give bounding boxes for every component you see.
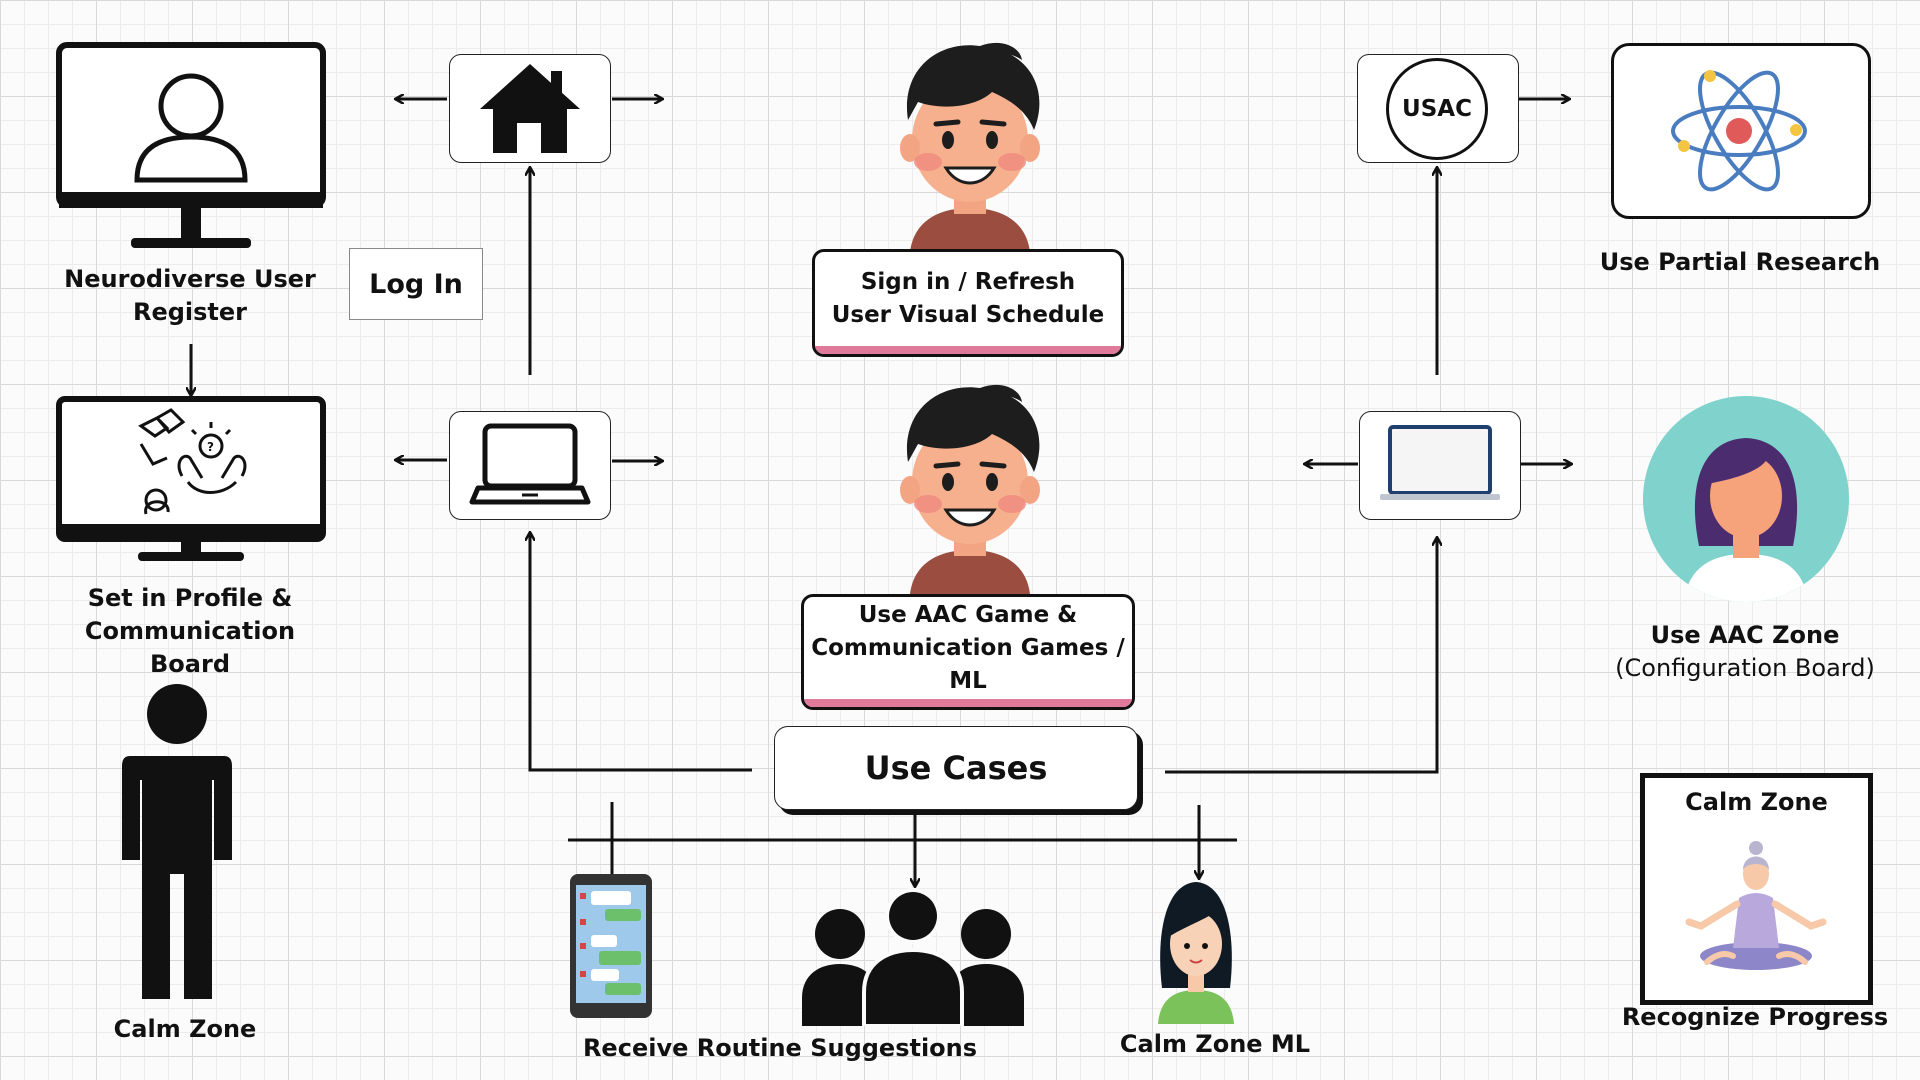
- routine-label: Receive Routine Suggestions: [582, 1034, 978, 1062]
- calm-zone-ml-label: Calm Zone ML: [1119, 1030, 1311, 1058]
- usac-label: USAC: [1402, 96, 1472, 122]
- register-label-line2: Register: [132, 298, 248, 326]
- use-cases-card[interactable]: Use Cases: [774, 726, 1138, 810]
- usac-box[interactable]: USAC: [1357, 54, 1519, 163]
- recognize-progress-label: Recognize Progress: [1621, 1003, 1889, 1031]
- sign-in-label-line1: Sign in / Refresh: [860, 269, 1076, 295]
- avatar-woman-icon: [1643, 396, 1849, 602]
- login-label: Log In: [369, 268, 463, 300]
- group-icon: [802, 888, 1024, 1026]
- register-label-line1: Neurodiverse User: [64, 265, 316, 293]
- aac-zone-label-line2: (Configuration Board): [1615, 654, 1875, 682]
- aac-game-label-line3: ML: [949, 668, 987, 694]
- laptop-box-left[interactable]: [449, 411, 611, 520]
- calm-zone-box-title: Calm Zone: [1685, 788, 1828, 816]
- boy-avatar-icon: [900, 384, 1040, 594]
- card-accent-bar: [804, 699, 1132, 707]
- home-box[interactable]: [449, 54, 611, 163]
- boy-avatar-icon: [900, 42, 1040, 252]
- card-accent-bar: [815, 346, 1121, 354]
- laptop-icon: [469, 423, 591, 505]
- arrow-usecases-to-laptop-right: [1165, 538, 1437, 774]
- aac-game-label-line2: Communication Games /: [811, 635, 1125, 661]
- profile-label-line1: Set in Profile &: [87, 584, 293, 612]
- calm-zone-box: Calm Zone: [1640, 773, 1873, 1005]
- home-icon: [480, 64, 580, 153]
- laptop-box-right[interactable]: [1359, 411, 1521, 520]
- profile-label-line2: Communication Board: [84, 617, 296, 678]
- monitor-user-icon: [56, 42, 326, 248]
- aac-game-label-line1: Use AAC Game &: [858, 602, 1078, 628]
- use-cases-label: Use Cases: [864, 749, 1048, 787]
- research-box: [1611, 43, 1871, 219]
- sign-in-card[interactable]: Sign in / Refresh User Visual Schedule: [812, 249, 1124, 357]
- atom-icon: [1671, 70, 1807, 192]
- aac-zone-label-line1: Use AAC Zone: [1650, 621, 1840, 649]
- person-silhouette-icon: [122, 684, 232, 999]
- laptop-icon: [1380, 425, 1500, 500]
- arrow-usecases-to-laptop: [530, 533, 752, 772]
- girl-avatar-icon: [1158, 882, 1234, 1024]
- login-button[interactable]: Log In: [349, 248, 483, 320]
- calm-zone-person-label: Calm Zone: [113, 1015, 257, 1043]
- sign-in-label-line2: User Visual Schedule: [831, 302, 1105, 328]
- meditation-icon: [1685, 841, 1827, 970]
- usac-badge: USAC: [1386, 58, 1488, 160]
- monitor-board-icon: ?: [56, 396, 326, 561]
- svg-text:?: ?: [207, 440, 214, 454]
- phone-chat-icon: [570, 874, 652, 1018]
- research-label: Use Partial Research: [1599, 248, 1881, 276]
- aac-game-card[interactable]: Use AAC Game & Communication Games / ML: [801, 594, 1135, 710]
